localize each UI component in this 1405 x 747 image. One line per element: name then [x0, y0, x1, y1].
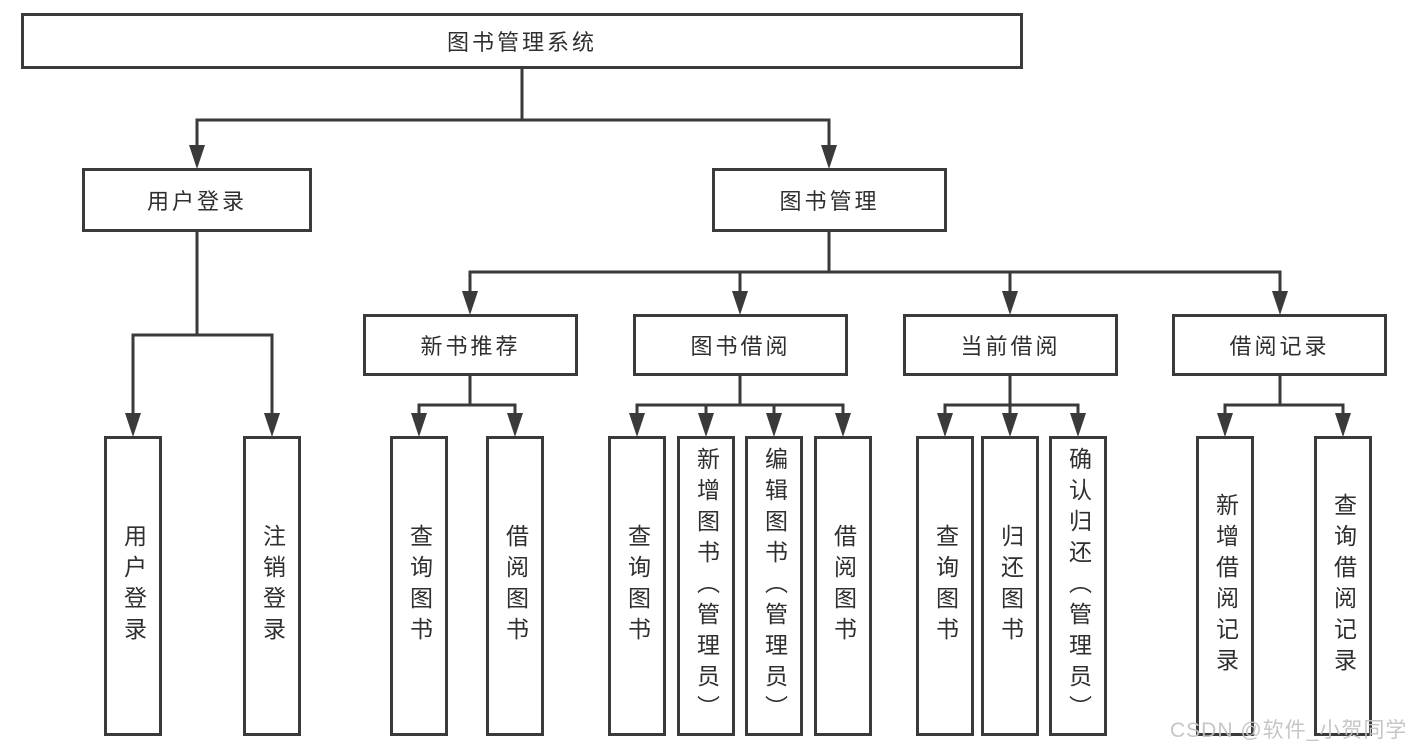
leaf-add-borrow-record-label: 新增借阅记录: [1212, 493, 1239, 679]
leaf-borrow-books-recommend: 借阅图书: [486, 436, 544, 736]
node-user-login-label: 用户登录: [146, 189, 247, 214]
node-borrow-records: 借阅记录: [1172, 314, 1387, 376]
connector-borrow-records-to-leaves: [1217, 376, 1351, 437]
leaf-confirm-return-admin-label: 确认归还（管理员）: [1065, 446, 1092, 726]
node-current-borrow-label: 当前借阅: [960, 334, 1061, 359]
leaf-logout-label: 注销登录: [259, 524, 286, 648]
leaf-query-books-current: 查询图书: [916, 436, 974, 736]
leaf-add-book-admin-label: 新增图书（管理员）: [693, 446, 720, 726]
leaf-edit-book-admin-label: 编辑图书（管理员）: [761, 446, 788, 726]
leaf-user-login: 用户登录: [104, 436, 162, 736]
leaf-borrow-books: 借阅图书: [814, 436, 872, 736]
arrowhead-icon: [766, 413, 782, 437]
arrowhead-icon: [507, 413, 523, 437]
leaf-query-books-recommend-label: 查询图书: [406, 524, 433, 648]
arrowhead-icon: [462, 291, 478, 315]
leaf-query-books-current-label: 查询图书: [932, 524, 959, 648]
connector-book-management-to-level3: [462, 232, 1288, 315]
leaf-add-borrow-record: 新增借阅记录: [1196, 436, 1254, 736]
leaf-add-book-admin: 新增图书（管理员）: [677, 436, 735, 736]
leaf-return-books: 归还图书: [981, 436, 1039, 736]
leaf-confirm-return-admin: 确认归还（管理员）: [1049, 436, 1107, 736]
leaf-query-books-borrow-label: 查询图书: [624, 524, 651, 648]
arrowhead-icon: [937, 413, 953, 437]
arrowhead-icon: [698, 413, 714, 437]
arrowhead-icon: [732, 291, 748, 315]
connector-user-login-to-leaves: [125, 232, 280, 437]
leaf-query-books-recommend: 查询图书: [390, 436, 448, 736]
node-new-book-recommend: 新书推荐: [363, 314, 578, 376]
connector-current-borrow-to-leaves: [937, 376, 1086, 437]
node-book-management: 图书管理: [712, 168, 947, 232]
node-book-borrow-label: 图书借阅: [690, 334, 791, 359]
arrowhead-icon: [264, 413, 280, 437]
node-library-management-system: 图书管理系统: [21, 13, 1023, 69]
arrowhead-icon: [189, 145, 205, 169]
leaf-query-borrow-record-label: 查询借阅记录: [1330, 493, 1357, 679]
leaf-borrow-books-recommend-label: 借阅图书: [502, 524, 529, 648]
csdn-watermark: CSDN @软件_小贺同学: [1170, 719, 1405, 742]
node-borrow-records-label: 借阅记录: [1229, 334, 1330, 359]
node-user-login: 用户登录: [82, 168, 312, 232]
leaf-logout: 注销登录: [243, 436, 301, 736]
node-new-book-recommend-label: 新书推荐: [420, 334, 521, 359]
connector-book-borrow-to-leaves: [629, 376, 851, 437]
leaf-query-borrow-record: 查询借阅记录: [1314, 436, 1372, 736]
arrowhead-icon: [1070, 413, 1086, 437]
arrowhead-icon: [125, 413, 141, 437]
arrowhead-icon: [1217, 413, 1233, 437]
connector-root-to-level2: [189, 69, 837, 169]
arrowhead-icon: [835, 413, 851, 437]
leaf-return-books-label: 归还图书: [997, 524, 1024, 648]
arrowhead-icon: [1272, 291, 1288, 315]
node-library-management-system-label: 图书管理系统: [446, 30, 597, 55]
leaf-edit-book-admin: 编辑图书（管理员）: [745, 436, 803, 736]
arrowhead-icon: [629, 413, 645, 437]
arrowhead-icon: [1335, 413, 1351, 437]
arrowhead-icon: [821, 145, 837, 169]
leaf-user-login-label: 用户登录: [120, 524, 147, 648]
leaf-borrow-books-label: 借阅图书: [830, 524, 857, 648]
leaf-query-books-borrow: 查询图书: [608, 436, 666, 736]
arrowhead-icon: [1002, 291, 1018, 315]
node-book-management-label: 图书管理: [779, 189, 880, 214]
arrowhead-icon: [1002, 413, 1018, 437]
node-current-borrow: 当前借阅: [903, 314, 1118, 376]
connector-new-book-recommend-to-leaves: [411, 376, 523, 437]
arrowhead-icon: [411, 413, 427, 437]
node-book-borrow: 图书借阅: [633, 314, 848, 376]
